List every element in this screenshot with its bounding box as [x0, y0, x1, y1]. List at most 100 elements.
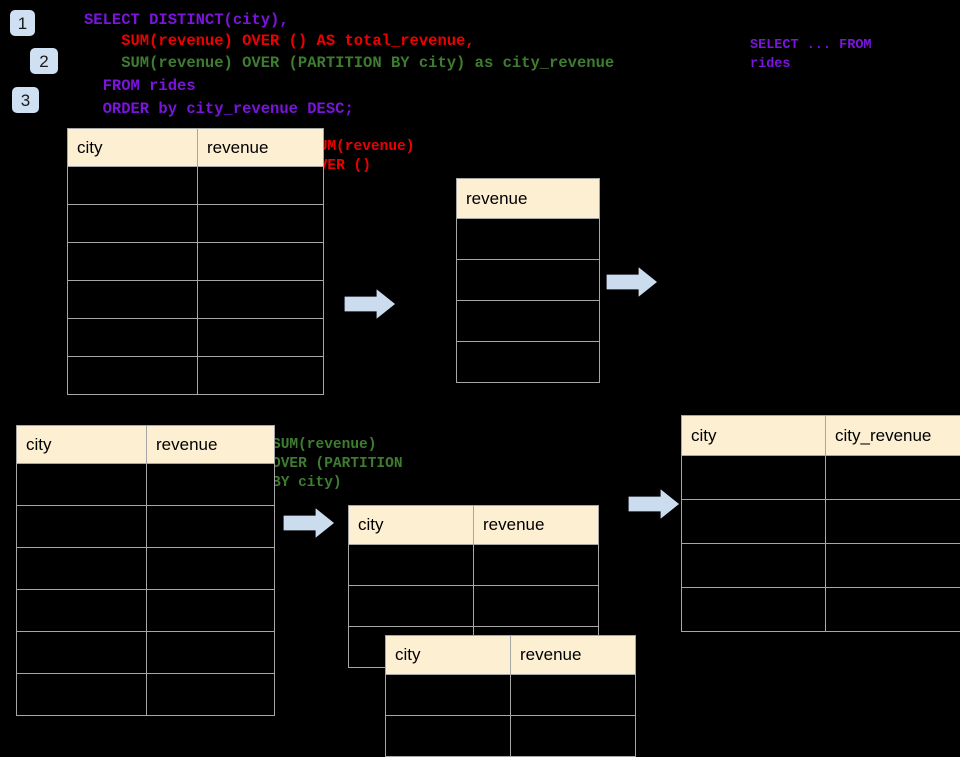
step-badge-2-label: 2: [39, 53, 48, 70]
cell: [198, 167, 324, 205]
table-row: [349, 545, 599, 586]
cell: [68, 281, 198, 319]
cell: [17, 548, 147, 590]
arrow-source-to-partition: [283, 507, 335, 539]
cell: [68, 357, 198, 395]
column-header-city: city: [682, 416, 826, 456]
result-table: city city_revenue: [681, 415, 960, 632]
table-header-row: city revenue: [17, 426, 275, 464]
cell: [17, 632, 147, 674]
table-row: [68, 167, 324, 205]
total-revenue-table: revenue: [456, 178, 600, 383]
table-row: [457, 342, 600, 383]
cell: [826, 500, 960, 544]
table-row: [17, 590, 275, 632]
table-row: [68, 319, 324, 357]
cell: [147, 590, 275, 632]
column-header-revenue: revenue: [147, 426, 275, 464]
cell: [682, 588, 826, 632]
query-line-2: SUM(revenue) OVER () AS total_revenue,: [84, 32, 475, 50]
cell: [682, 456, 826, 500]
sum-over-partition-note: SUM(revenue) OVER (PARTITION BY city): [272, 436, 403, 493]
cell: [147, 506, 275, 548]
cell: [68, 205, 198, 243]
column-header-city: city: [349, 506, 474, 545]
query-line-3: SUM(revenue) OVER (PARTITION BY city) as…: [84, 54, 614, 72]
cell: [17, 590, 147, 632]
partition-table-front: city revenue: [385, 635, 636, 757]
cell: [198, 357, 324, 395]
cell: [198, 243, 324, 281]
cell: [147, 548, 275, 590]
step-badge-3-label: 3: [21, 92, 30, 109]
arrow-source-to-total: [344, 288, 396, 320]
query-line-5: ORDER by city_revenue DESC;: [84, 100, 354, 118]
cell: [386, 675, 511, 716]
table-row: [457, 301, 600, 342]
step-badge-1: 1: [10, 10, 35, 36]
arrow-partition-to-result: [628, 488, 680, 520]
column-header-city: city: [386, 636, 511, 675]
cell: [147, 464, 275, 506]
cell: [474, 545, 599, 586]
cell: [17, 464, 147, 506]
cell: [68, 243, 198, 281]
cell: [457, 219, 600, 260]
table-row: [682, 456, 960, 500]
cell: [511, 675, 636, 716]
table-header-row: city revenue: [349, 506, 599, 545]
cell: [17, 506, 147, 548]
step-badge-1-label: 1: [18, 15, 27, 32]
step-badge-2: 2: [30, 48, 58, 74]
cell: [349, 586, 474, 627]
table-row: [457, 260, 600, 301]
cell: [198, 319, 324, 357]
table-row: [17, 632, 275, 674]
cell: [198, 205, 324, 243]
cell: [457, 342, 600, 383]
table-row: [68, 205, 324, 243]
column-header-city: city: [68, 129, 198, 167]
cell: [349, 545, 474, 586]
table-row: [68, 243, 324, 281]
table-header-row: city revenue: [68, 129, 324, 167]
sum-over-empty-note: SUM(revenue) OVER (): [310, 138, 414, 176]
diagram-canvas: 1 2 3 SELECT DISTINCT(city), SUM(revenue…: [0, 0, 960, 720]
table-row: [17, 506, 275, 548]
table-row: [386, 716, 636, 757]
select-from-rides-note: SELECT ... FROM rides: [750, 36, 872, 74]
table-row: [682, 544, 960, 588]
cell: [511, 716, 636, 757]
table-header-row: city city_revenue: [682, 416, 960, 456]
column-header-city-revenue: city_revenue: [826, 416, 960, 456]
column-header-city: city: [17, 426, 147, 464]
cell: [198, 281, 324, 319]
table-row: [386, 675, 636, 716]
cell: [147, 674, 275, 716]
arrow-total-to-result: [606, 266, 658, 298]
query-line-4: FROM rides: [84, 77, 196, 95]
cell: [147, 632, 275, 674]
source-table-top: city revenue: [67, 128, 324, 395]
cell: [457, 301, 600, 342]
table-row: [17, 674, 275, 716]
column-header-revenue: revenue: [511, 636, 636, 675]
table-row: [17, 464, 275, 506]
cell: [682, 544, 826, 588]
cell: [682, 500, 826, 544]
cell: [826, 456, 960, 500]
cell: [826, 588, 960, 632]
table-row: [349, 586, 599, 627]
table-row: [68, 357, 324, 395]
cell: [68, 319, 198, 357]
query-line-1: SELECT DISTINCT(city),: [84, 11, 289, 29]
column-header-revenue: revenue: [198, 129, 324, 167]
table-row: [457, 219, 600, 260]
cell: [474, 586, 599, 627]
cell: [17, 674, 147, 716]
cell: [386, 716, 511, 757]
table-row: [682, 588, 960, 632]
cell: [826, 544, 960, 588]
step-badge-3: 3: [12, 87, 39, 113]
table-row: [17, 548, 275, 590]
